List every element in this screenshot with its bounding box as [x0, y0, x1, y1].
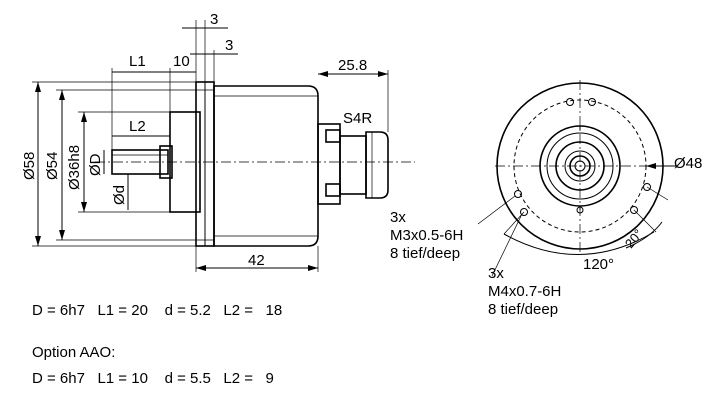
dia-58-label: Ø58	[21, 152, 38, 180]
spec-row-option: D = 6h7 L1 = 10 d = 5.5 L2 = 9	[32, 370, 274, 387]
dia-d-label: Ød	[111, 185, 128, 205]
dim-L1: L1	[129, 53, 146, 70]
dim-L2: L2	[129, 118, 146, 135]
side-view: S4R 3 3 L1 10 L2 25.8 42	[21, 11, 415, 272]
angle-120-label: 120°	[583, 256, 614, 273]
dim-3-upper: 3	[210, 11, 218, 28]
callout-m4-line2: M4x0.7-6H	[488, 283, 561, 300]
spec-row-standard: D = 6h7 L1 = 20 d = 5.2 L2 = 18	[32, 302, 283, 319]
front-view: Ø48 120° 20° 3x M3x0.5-6H 8 tief/deep 3x…	[390, 80, 702, 318]
dia-54-label: Ø54	[44, 152, 61, 180]
callout-m3-line2: M3x0.5-6H	[390, 227, 463, 244]
dim-25-8: 25.8	[338, 57, 367, 74]
dia-48-label: Ø48	[674, 155, 702, 172]
dim-3-lower: 3	[225, 37, 233, 54]
callout-m3-line1: 3x	[390, 209, 406, 226]
angle-20-label: 20°	[622, 226, 646, 251]
dia-D-label: ØD	[87, 153, 104, 176]
callout-m3-line3: 8 tief/deep	[390, 245, 460, 262]
connector-label: S4R	[343, 110, 372, 127]
dia-36h8-label: Ø36h8	[66, 145, 83, 190]
callout-m4-line3: 8 tief/deep	[488, 301, 558, 318]
callout-m4-line1: 3x	[488, 265, 504, 282]
dim-10: 10	[173, 53, 190, 70]
dim-42: 42	[248, 252, 265, 269]
option-title: Option AAO:	[32, 344, 116, 361]
